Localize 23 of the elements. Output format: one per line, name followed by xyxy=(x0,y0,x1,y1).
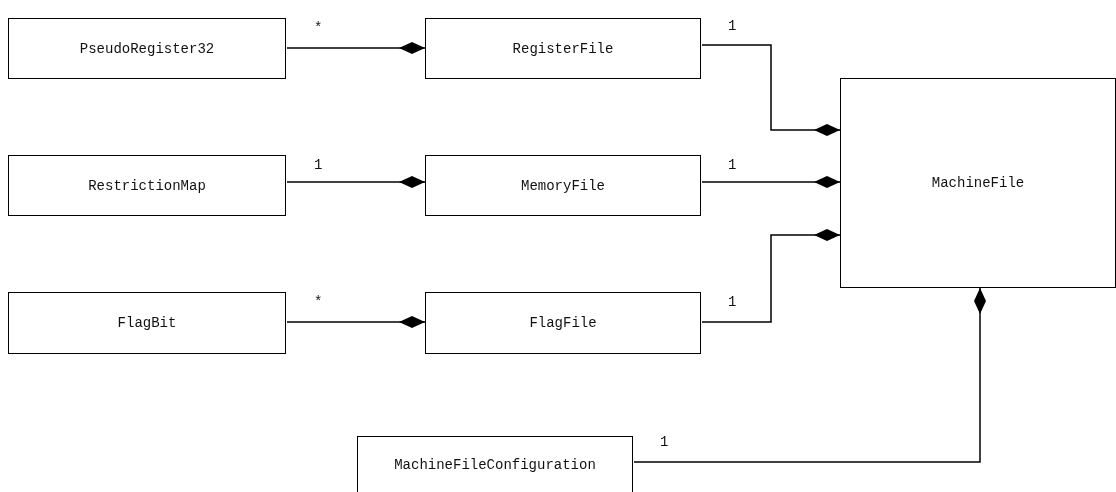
class-box xyxy=(8,155,286,216)
composition-connector xyxy=(286,316,426,328)
composition-connector xyxy=(701,176,841,188)
class-name: FlagFile xyxy=(529,315,597,331)
composition-connector xyxy=(701,44,841,136)
class-name: RestrictionMap xyxy=(88,177,206,194)
class-name: MemoryFile xyxy=(521,177,605,194)
class-box xyxy=(425,18,701,79)
composition-connector xyxy=(633,287,986,463)
class-box xyxy=(425,155,701,216)
class-name: MachineFileConfiguration xyxy=(394,457,596,473)
class-box xyxy=(840,78,1116,288)
composition-connector xyxy=(286,42,426,54)
class-box xyxy=(357,436,633,492)
class-box xyxy=(8,292,286,354)
class-name: FlagBit xyxy=(117,315,177,331)
class-box xyxy=(8,18,286,79)
class-name: PseudoRegister32 xyxy=(79,40,215,57)
class-name: RegisterFile xyxy=(512,40,614,57)
class-box xyxy=(425,292,701,354)
class-name: MachineFile xyxy=(931,175,1025,191)
composition-connector xyxy=(701,229,841,323)
composition-connector xyxy=(286,176,426,188)
